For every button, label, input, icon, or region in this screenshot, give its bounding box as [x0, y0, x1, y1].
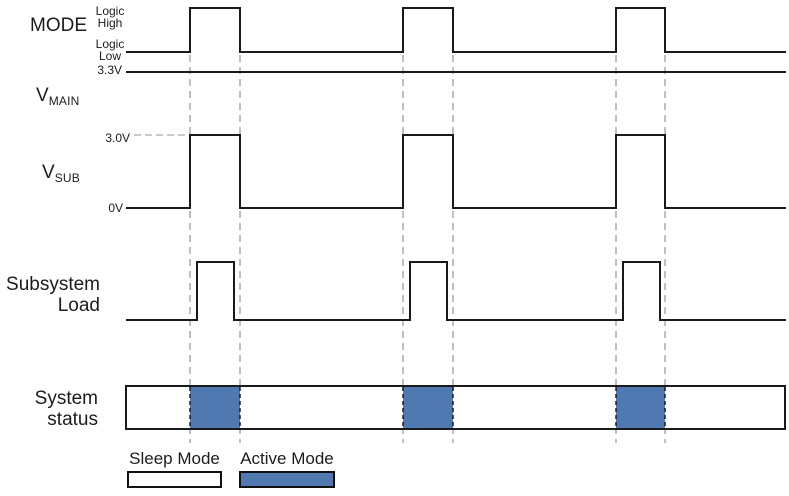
vsub-letter: V	[42, 162, 55, 183]
vsub-high-label: 3.0V	[105, 131, 130, 145]
vmain-signal-label: VMAIN	[36, 85, 80, 108]
subsystem-line1: Subsystem	[6, 274, 100, 295]
vsub-subscript: SUB	[54, 171, 80, 185]
logic-high-line2: High	[97, 16, 123, 30]
active-mode-segment	[616, 387, 665, 428]
active-mode-segment	[190, 387, 240, 428]
legend-sleep-swatch	[127, 471, 222, 488]
mode-signal-label: MODE	[30, 15, 87, 36]
system-status-line2: status	[47, 409, 98, 430]
subsystem-load-waveform	[126, 261, 786, 321]
logic-low-line2: Low	[98, 49, 121, 63]
vmain-rail-label: 3.3V	[97, 63, 122, 77]
vsub-low-label: 0V	[108, 201, 123, 215]
legend-sleep-label: Sleep Mode	[129, 449, 220, 468]
vmain-subscript: MAIN	[48, 94, 80, 108]
active-mode-segment	[403, 387, 453, 428]
legend-active-label: Active Mode	[240, 449, 334, 468]
logic-high-line1: Logic	[95, 4, 125, 18]
subsystem-line2: Load	[57, 295, 100, 316]
mode-waveform	[126, 7, 786, 53]
legend-active-swatch	[239, 471, 335, 488]
vsub-waveform	[126, 134, 786, 209]
vmain-letter: V	[36, 85, 49, 106]
vsub-signal-label: VSUB	[42, 162, 80, 185]
logic-low-line1: Logic	[95, 37, 125, 51]
system-status-line1: System	[34, 388, 98, 409]
